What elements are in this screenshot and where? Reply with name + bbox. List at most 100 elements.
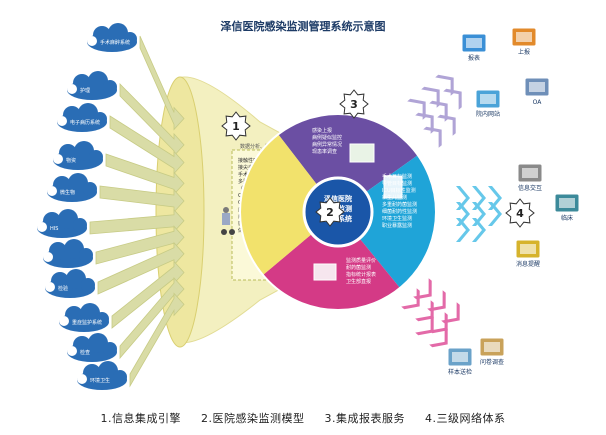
text-line: 病例疑似监控 [312,134,342,141]
lab-icon [45,282,55,292]
source-arrow [129,292,185,388]
chevron [429,326,448,348]
output-label: 院内网站 [476,110,500,118]
badge-gear [315,197,345,227]
icon-screen [516,32,532,42]
caption-item-1: 1.信息集成引擎 [100,412,181,425]
icon-screen [520,244,536,254]
icon-screen [452,352,468,362]
chevron-shape [429,326,448,348]
output-item: 信息交互 [517,163,543,192]
text-line: 新生儿监测 [382,194,407,201]
text-line: 现患率调查 [312,148,337,155]
step-badge: 4 [505,198,535,228]
badge-gear [505,198,535,228]
caption-item-4: 4.三级网络体系 [425,412,506,425]
source-arrow [105,153,185,196]
cloud-puff [64,239,84,259]
output-label: 上报 [518,48,530,56]
cloud-puff [88,71,108,91]
text-line: 职业暴露监测 [382,222,412,229]
source-arrow [119,83,185,157]
source-arrow-shape [99,185,185,214]
cloud-puff [95,312,109,326]
cloud-puff [49,242,67,260]
chevron [429,100,448,122]
chevron-shape [456,218,470,242]
source-label: 检验 [58,285,68,292]
source-label: 护理 [80,87,90,94]
chevron [443,88,462,110]
cloud-puff [93,112,107,126]
chevron [472,218,486,242]
source-arrow-shape [89,208,185,235]
segment-top [278,113,418,212]
chevron-shape [435,74,454,96]
chevron-shape [488,186,502,210]
chevron [472,186,486,210]
chevron [401,288,420,310]
environment-icon [77,374,87,384]
caption-item-2: 2.医院感染监测模型 [201,412,305,425]
chevron [472,202,486,226]
output-item: 样本送检 [447,347,473,376]
badge-number: 4 [516,207,524,220]
icon-screen [559,198,575,208]
source-label: HIS [50,226,58,232]
source-arrow-shape [129,292,185,388]
nursing-icon [67,84,77,94]
output-item: OA [524,77,550,106]
source-arrow [119,276,185,360]
cloud-puff [68,173,88,193]
text-line: 接触性感染： [238,157,268,164]
icon-screen [466,38,482,48]
chevron-shape [415,112,434,134]
source-cloud: 检查 [67,333,117,362]
cloud-puff [93,26,111,44]
text-line: 病例异常情况 [312,141,342,148]
chevron [427,290,446,312]
chevron [413,278,432,300]
text-line: 指标统计报表 [346,271,376,278]
cloud-puff [78,103,98,123]
cloud-puff [53,176,71,194]
segment-top-text: 感染上报病例疑似监控病例异常情况现患率调查 [312,127,342,155]
source-arrow [89,208,185,235]
cloud-puff [74,141,94,161]
chevron-shape [472,186,486,210]
icu-icon [59,316,69,326]
source-cloud: 电子病历系统 [57,103,107,132]
text-line: 多重耐药菌监测 [382,201,417,208]
source-arrow-shape [97,241,185,295]
chevron [415,314,434,336]
badge-gear [221,111,251,141]
output-item: 报表 [461,33,487,62]
output-item: 上报 [511,27,537,56]
source-cloud: 手术麻醉系统 [87,23,137,52]
source-cloud: 护理 [67,71,117,100]
source-arrow-shape [111,260,185,329]
chevron-shape [456,186,470,210]
source-arrow-shape [139,35,185,131]
text-line: 感染上报 [312,127,332,134]
chevron [421,86,440,108]
step-badge: 3 [339,89,369,119]
cloud-puff [58,209,78,229]
chevron-arrows [401,74,502,348]
chevron [423,126,442,148]
text-line: ICU目标性监测 [382,187,416,194]
chevron-shape [456,202,470,226]
source-arrow-shape [119,83,185,157]
caption-item-3: 3.集成报表服务 [324,412,405,425]
text-line: 手术目标监测 [382,173,412,180]
text-line: 泽信医院 [324,194,352,203]
cloud-puff [89,150,103,164]
chevron [415,300,434,322]
cloud-puff [66,269,86,289]
chevron-shape [429,100,448,122]
